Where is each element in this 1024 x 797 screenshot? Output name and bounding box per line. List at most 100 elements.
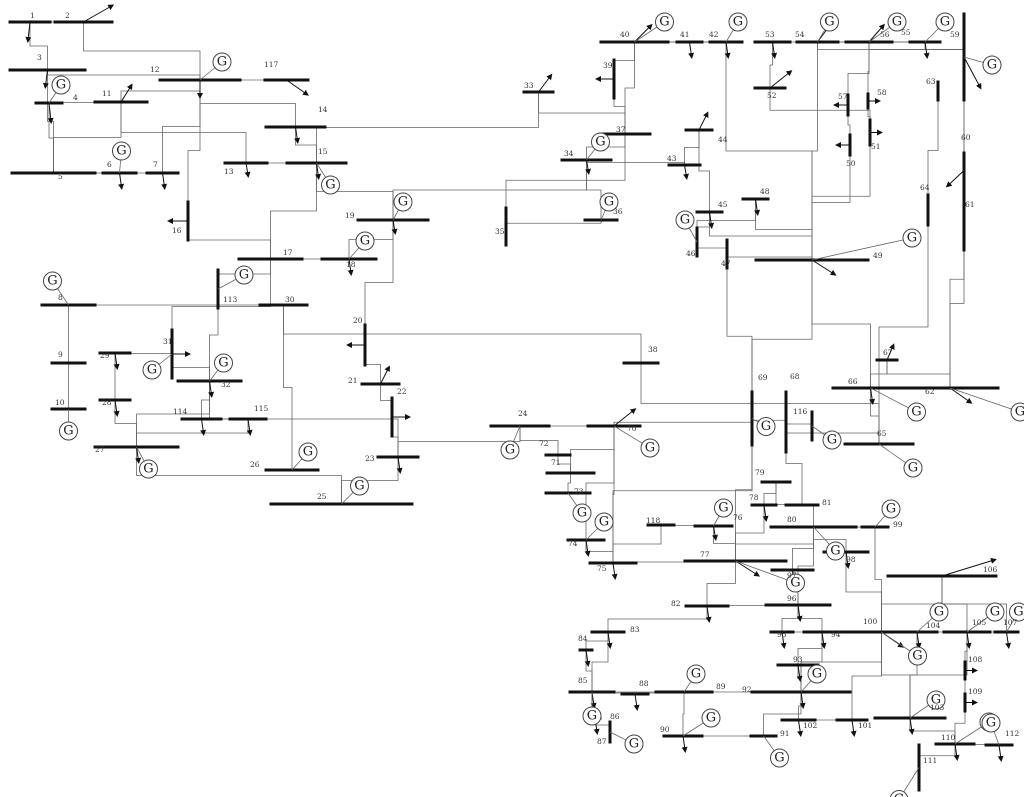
bus-label-3: 3 [37, 53, 42, 62]
branch-35-37 [505, 134, 626, 227]
branch-15-33 [316, 92, 539, 163]
branch-100-101 [851, 632, 882, 720]
branch-60-62 [949, 170, 965, 388]
load-arrow-74 [584, 539, 591, 557]
bus-label-20: 20 [353, 316, 363, 325]
bus-label-89: 89 [716, 682, 726, 691]
load-arrow-104 [915, 631, 922, 649]
bus-label-69: 69 [758, 373, 768, 382]
generator-symbol-62: G [1015, 405, 1024, 420]
bus-label-51: 51 [871, 142, 881, 151]
branch-95-96 [781, 605, 799, 632]
bus-label-38: 38 [648, 345, 658, 354]
load-arrow-76 [712, 525, 718, 541]
bus-label-90: 90 [660, 725, 670, 734]
generator-55 [935, 12, 955, 32]
branch-32-113 [209, 289, 219, 381]
load-arrow-102 [797, 719, 804, 737]
generator-symbol-19: G [398, 195, 408, 210]
bus-label-27: 27 [95, 445, 105, 454]
generator-10 [59, 421, 78, 441]
bus-label-29: 29 [100, 351, 110, 360]
bus-label-19: 19 [345, 211, 355, 220]
generator-symbol-24: G [505, 443, 515, 458]
branch-47-69 [726, 254, 753, 419]
generator-symbol-55: G [940, 15, 950, 30]
generator-70 [640, 438, 660, 458]
branch-2-12 [83, 22, 201, 80]
branch-32-114 [201, 381, 210, 419]
bus-label-109: 109 [968, 687, 983, 696]
branch-69-75 [612, 418, 753, 563]
load-arrow-48 [754, 198, 761, 216]
generator-symbol-99: G [886, 502, 896, 517]
branch-63-64 [927, 91, 939, 210]
branch-49-50 [811, 145, 851, 260]
bus-label-73: 73 [574, 487, 584, 496]
bus-label-112: 112 [1005, 729, 1020, 738]
generator-symbol-12: G [217, 55, 227, 70]
generator-116 [822, 430, 842, 450]
load-arrow-32 [208, 380, 215, 398]
load-arrow-19 [391, 219, 398, 235]
generator-65 [903, 458, 923, 478]
generator-symbol-42: G [733, 15, 743, 30]
load-arrow-41 [688, 41, 695, 59]
load-arrow-29 [113, 352, 120, 370]
load-arrow-23 [396, 456, 403, 474]
branch-76-77 [713, 526, 736, 561]
branch-66-67 [870, 360, 888, 388]
generator-symbol-25: G [354, 479, 364, 494]
load-arrow-40 [634, 23, 653, 43]
generator-link-62 [949, 387, 1021, 413]
bus-label-78: 78 [749, 493, 759, 502]
generator-6 [112, 141, 131, 161]
bus-label-4: 4 [73, 93, 78, 102]
load-arrow-59 [963, 56, 982, 90]
bus-label-54: 54 [795, 30, 805, 39]
bus-label-47: 47 [721, 259, 731, 268]
branch-11-13 [120, 102, 247, 163]
bus-label-36: 36 [613, 207, 623, 216]
branch-64-65 [878, 210, 929, 444]
bus-label-98: 98 [846, 555, 856, 564]
branch-12-16 [187, 80, 201, 221]
bus-label-64: 64 [920, 183, 930, 192]
load-arrow-15 [315, 162, 322, 180]
generator-77 [786, 573, 805, 593]
generator-symbol-4: G [56, 78, 66, 93]
load-arrow-77 [735, 560, 761, 577]
bus-label-61: 61 [965, 200, 975, 209]
generator-symbol-69: G [761, 419, 771, 434]
bus-label-68: 68 [790, 372, 800, 381]
bus-label-40: 40 [620, 30, 630, 39]
branch-106-107 [941, 576, 1007, 632]
bus-label-117: 117 [264, 60, 279, 69]
bus-label-91: 91 [780, 729, 790, 738]
generator-26 [298, 442, 318, 462]
generator-104 [929, 602, 949, 622]
branch-45-46 [696, 212, 710, 242]
generator-49 [902, 228, 922, 248]
generator-symbol-113: G [239, 268, 249, 283]
branch-20-21 [364, 345, 381, 384]
bus-label-110: 110 [941, 733, 956, 742]
bus-label-30: 30 [285, 295, 295, 304]
bus-label-41: 41 [680, 30, 690, 39]
generator-symbol-90: G [706, 711, 716, 726]
branch-103-105 [909, 632, 968, 718]
generator-74 [594, 512, 614, 532]
branch-68-116 [785, 422, 813, 426]
branch-56-58 [867, 42, 870, 101]
bus-label-14: 14 [318, 105, 328, 114]
bus-label-1: 1 [30, 11, 35, 20]
generator-25 [350, 476, 369, 496]
generator-89 [686, 664, 706, 684]
bus-label-62: 62 [925, 387, 935, 396]
generator-symbol-74: G [599, 515, 609, 530]
generator-symbol-70: G [645, 441, 655, 456]
load-arrow-2 [83, 4, 115, 23]
bus-label-103: 103 [930, 703, 945, 712]
load-arrow-92 [799, 691, 806, 709]
